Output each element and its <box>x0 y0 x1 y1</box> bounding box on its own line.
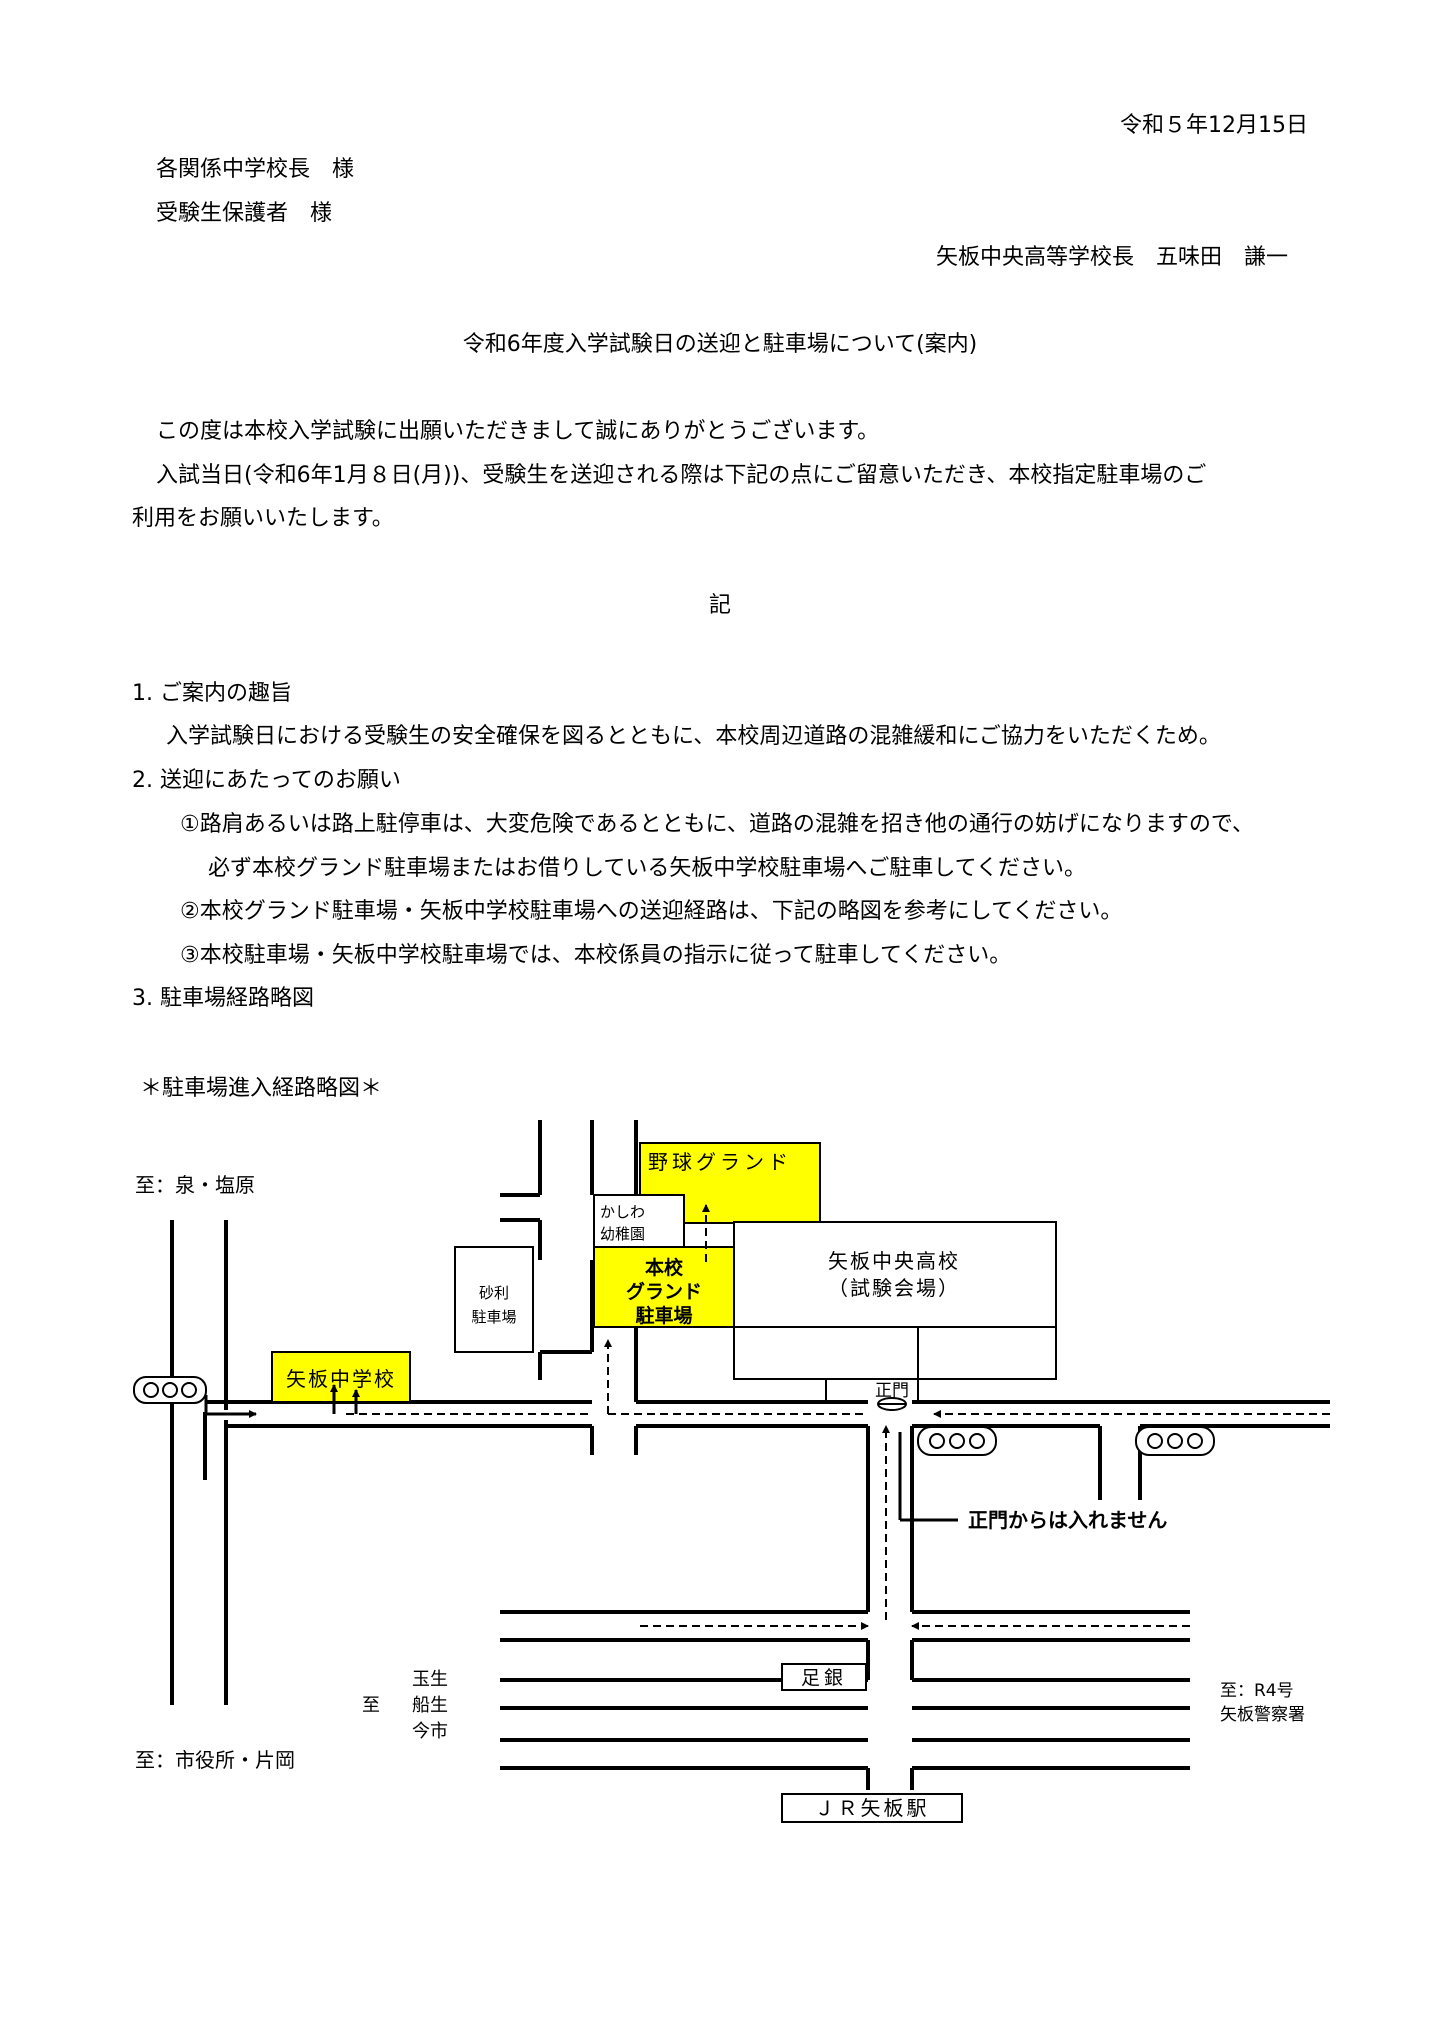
school-label-2: （試験会場） <box>828 1276 960 1300</box>
to-city-hall: 至：市役所・片岡 <box>135 1748 295 1772</box>
school-ground-parking <box>593 1246 735 1328</box>
yaita-junior-high-parking <box>271 1351 411 1403</box>
imaichi-label: 今市 <box>412 1721 448 1742</box>
to-route4-label: 至：R4号 <box>1220 1681 1294 1701</box>
main-gate-label: 正門 <box>875 1381 909 1401</box>
map-title: ＊駐車場進入経路略図＊ <box>140 1076 382 1101</box>
baseball-label: 野球グランド <box>648 1150 792 1174</box>
section-1-text: 入学試験日における受験生の安全確保を図るとともに、本校周辺道路の混雑緩和にご協力… <box>166 724 1221 749</box>
traffic-signal-gate <box>917 1426 997 1456</box>
traffic-signal-east <box>1135 1426 1215 1456</box>
to-tamanyu-marker: 至 <box>362 1695 380 1716</box>
no-entry-label: 正門からは入れません <box>968 1508 1167 1532</box>
letter-title: 令和6年度入学試験日の送迎と駐車場について(案内) <box>462 332 978 357</box>
section-2-heading: 2. 送迎にあたってのお願い <box>132 768 401 793</box>
recipient-principals: 各関係中学校長 様 <box>156 157 355 182</box>
ground-label-1: 本校 <box>645 1256 684 1279</box>
baseball-ground <box>639 1142 821 1224</box>
yaita-police-label: 矢板警察署 <box>1220 1705 1305 1725</box>
gravel-parking <box>454 1246 534 1353</box>
recipient-guardians: 受験生保護者 様 <box>156 201 333 226</box>
section-2-item-2: ②本校グランド駐車場・矢板中学校駐車場への送迎経路は、下記の略図を参考にしてくだ… <box>180 899 1123 924</box>
traffic-signal-left <box>133 1376 207 1404</box>
kashiwa-label-2: 幼稚園 <box>600 1225 645 1243</box>
yaita-chuo-high-school <box>733 1221 1057 1380</box>
road-south <box>500 1426 1190 1790</box>
main-gate-closed-icon <box>877 1397 907 1411</box>
yaita-jhs-label: 矢板中学校 <box>286 1367 396 1391</box>
letter-body-1: この度は本校入学試験に出願いただきまして誠にありがとうございます。 <box>156 419 880 444</box>
letter-body-2b: 利用をお願いいたします。 <box>132 506 394 531</box>
ground-label-2: グランド <box>626 1280 702 1303</box>
school-label-1: 矢板中央高校 <box>828 1249 960 1273</box>
section-2-item-1a: ①路肩あるいは路上駐停車は、大変危険であるとともに、道路の混雑を招き他の通行の妨… <box>180 812 1254 837</box>
section-1-heading: 1. ご案内の趣旨 <box>132 681 292 706</box>
ashigin-bank <box>781 1663 867 1691</box>
letter-date: 令和５年12月15日 <box>1120 113 1308 138</box>
jr-station-label: ＪＲ矢板駅 <box>815 1796 930 1820</box>
route-arrows-solid <box>204 1384 958 1522</box>
section-2-item-3: ③本校駐車場・矢板中学校駐車場では、本校係員の指示に従って駐車してください。 <box>180 943 1012 968</box>
ki-heading: 記 <box>708 593 731 618</box>
road-left <box>170 1220 228 1705</box>
ashigin-label: 足銀 <box>801 1667 847 1689</box>
kashiwa-kindergarten <box>593 1194 685 1248</box>
funyu-label: 船生 <box>412 1695 448 1716</box>
gravel-label-1: 砂利 <box>479 1284 509 1302</box>
gravel-label-2: 駐車場 <box>471 1308 516 1326</box>
section-2-item-1b: 必ず本校グランド駐車場またはお借りしている矢板中学校駐車場へご駐車してください。 <box>208 856 1087 881</box>
route-dashed <box>346 1204 1330 1630</box>
kashiwa-label-1: かしわ <box>600 1203 645 1221</box>
section-3-heading: 3. 駐車場経路略図 <box>132 986 314 1011</box>
jr-yaita-station <box>781 1793 963 1823</box>
tamanyu-label: 玉生 <box>412 1669 448 1690</box>
letter-sender: 矢板中央高等学校長 五味田 謙一 <box>935 245 1288 270</box>
to-izumi-shiobara: 至：泉・塩原 <box>135 1173 255 1197</box>
ground-label-3: 駐車場 <box>635 1304 692 1327</box>
letter-body-2a: 入試当日(令和6年1月８日(月))、受験生を送迎される際は下記の点にご留意いただ… <box>156 463 1207 488</box>
